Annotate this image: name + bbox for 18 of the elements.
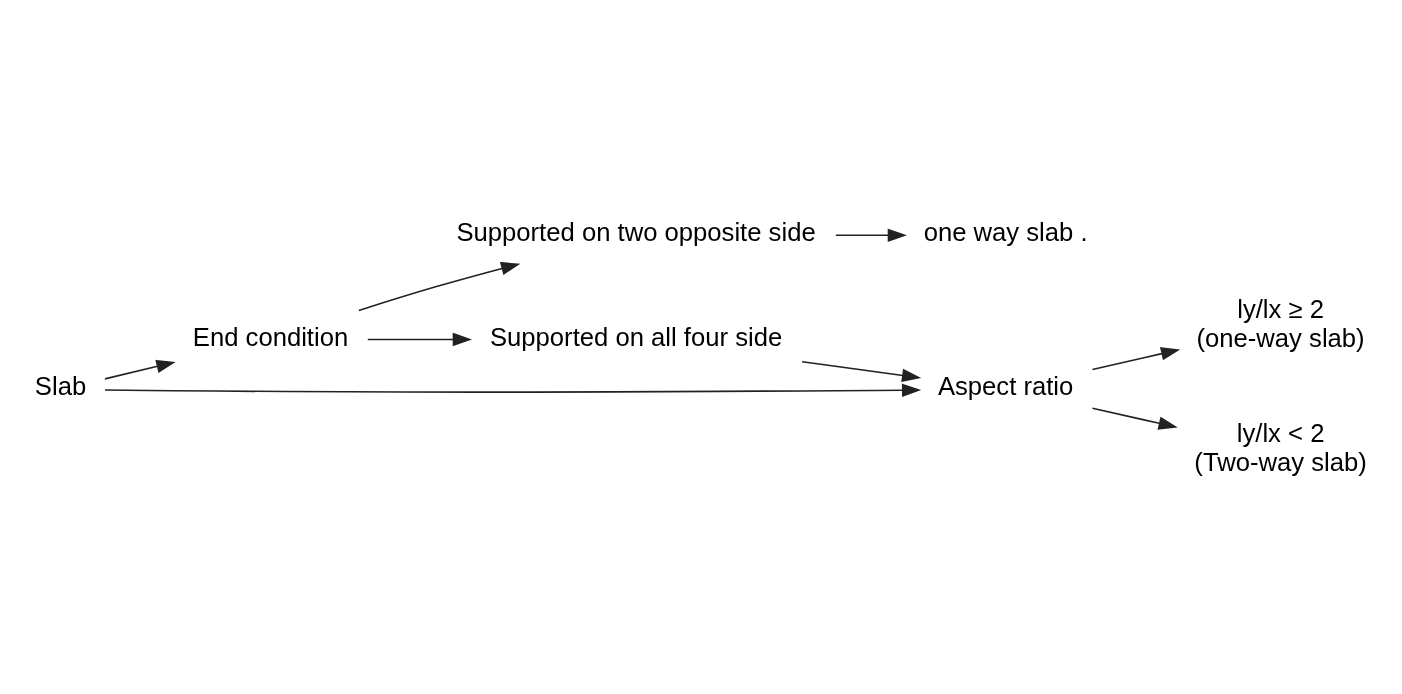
node-text: ly/lx < 2	[1236, 418, 1325, 447]
node-text: Supported on all four side	[489, 322, 783, 351]
arrow	[104, 359, 176, 380]
arrow	[801, 360, 922, 382]
node-text: End condition	[192, 322, 349, 351]
arrow	[1091, 346, 1181, 370]
node-text: Supported on two opposite side	[456, 217, 816, 246]
arrow	[835, 228, 907, 242]
node-label: (Two-way slab)	[1194, 447, 1367, 476]
arrow	[367, 332, 472, 346]
node-text: one way slab .	[923, 217, 1088, 246]
node-text: Slab	[34, 371, 87, 400]
node-label: (one-way slab)	[1196, 323, 1365, 352]
node-text: Aspect ratio	[937, 371, 1074, 400]
arrow	[104, 383, 922, 397]
arrow	[358, 261, 521, 311]
arrow	[1091, 407, 1178, 430]
node-text: ly/lx ≥ 2	[1237, 294, 1324, 323]
